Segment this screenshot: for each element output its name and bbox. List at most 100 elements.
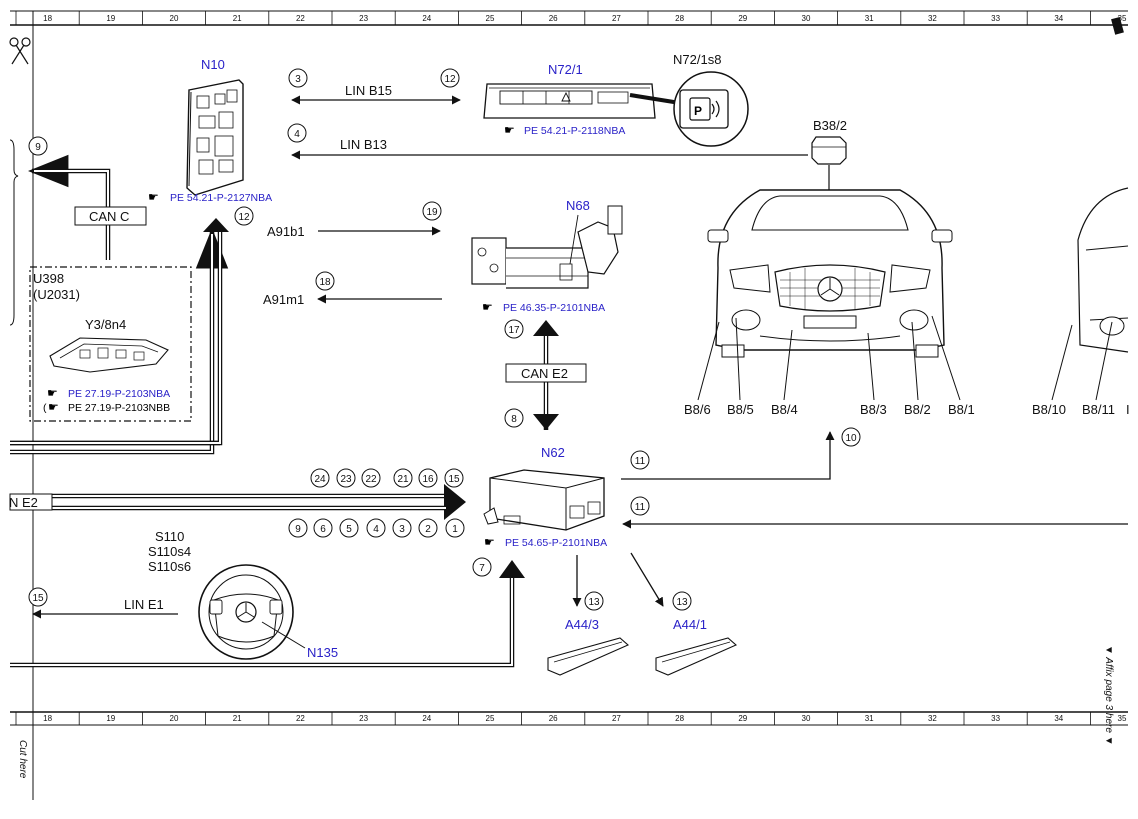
callout-9[interactable]: 9 bbox=[28, 136, 48, 156]
callout-13[interactable]: 13 bbox=[584, 591, 604, 611]
can-e2-partial-box bbox=[9, 493, 53, 511]
ruler-column-label: 35 bbox=[1118, 714, 1127, 723]
svg-text:24: 24 bbox=[314, 474, 326, 485]
ruler-column-label: 32 bbox=[928, 714, 937, 723]
n72-1-panel[interactable]: N72/1 bbox=[483, 62, 656, 119]
n135-leader bbox=[261, 621, 306, 649]
ruler-column-label: 32 bbox=[928, 14, 937, 23]
b38-2-sensor[interactable]: B38/2 bbox=[811, 118, 847, 165]
callout-12[interactable]: 12 bbox=[440, 68, 460, 88]
callout-2[interactable]: 2 bbox=[418, 518, 438, 538]
svg-text:15: 15 bbox=[32, 593, 44, 604]
ruler-column-label: 29 bbox=[738, 714, 747, 723]
n72-1-ref[interactable]: PE 54.21-P-2118NBA bbox=[524, 125, 625, 137]
n72-1-label: N72/1 bbox=[548, 62, 583, 77]
n62-module-image bbox=[483, 469, 605, 531]
n10-label: N10 bbox=[201, 57, 225, 72]
callout-5[interactable]: 5 bbox=[339, 518, 359, 538]
can-e2-box bbox=[505, 363, 587, 383]
y3-ref-a[interactable]: PE 27.19-P-2103NBA bbox=[68, 388, 170, 400]
sensor-label-b8-10: B8/10 bbox=[1032, 402, 1066, 417]
y3-8n4-image bbox=[49, 337, 169, 373]
y3-ref-b-icon: ☛ bbox=[48, 400, 59, 414]
callout-3[interactable]: 3 bbox=[392, 518, 412, 538]
a44-3-label: A44/3 bbox=[565, 617, 599, 632]
parking-sensor-icon bbox=[689, 97, 711, 121]
callout-22[interactable]: 22 bbox=[361, 468, 381, 488]
ruler-column-label: 24 bbox=[422, 714, 431, 723]
n68-module[interactable]: N68 bbox=[471, 198, 623, 289]
svg-text:13: 13 bbox=[588, 597, 600, 608]
can-e2-partial-label: N E2 bbox=[9, 495, 38, 510]
callout-15[interactable]: 15 bbox=[444, 468, 464, 488]
callout-8[interactable]: 8 bbox=[504, 408, 524, 428]
sensor-label-b8-6: B8/6 bbox=[684, 402, 711, 417]
ruler-column-label: 31 bbox=[865, 14, 874, 23]
n68-ref[interactable]: PE 46.35-P-2101NBA bbox=[503, 302, 605, 314]
callout-4[interactable]: 4 bbox=[287, 123, 307, 143]
a44-1-module[interactable]: A44/1 bbox=[655, 617, 738, 676]
svg-text:22: 22 bbox=[365, 474, 377, 485]
callout-3[interactable]: 3 bbox=[288, 68, 308, 88]
sensor-label-b8-3: B8/3 bbox=[860, 402, 887, 417]
ruler-column-label: 28 bbox=[675, 14, 684, 23]
svg-text:17: 17 bbox=[508, 325, 520, 336]
n10-module[interactable]: N10 bbox=[186, 57, 244, 196]
mercedes-star-icon bbox=[237, 603, 255, 618]
ruler-column-label: 33 bbox=[991, 14, 1000, 23]
n62-ref-icon: ☛ bbox=[484, 535, 495, 549]
svg-text:10: 10 bbox=[845, 433, 857, 444]
y3-8n4-label: Y3/8n4 bbox=[85, 317, 126, 332]
callout-17[interactable]: 17 bbox=[504, 319, 524, 339]
n72-1s8-label: N72/1s8 bbox=[673, 52, 721, 67]
ruler-column-label: 30 bbox=[802, 714, 811, 723]
callout-21[interactable]: 21 bbox=[393, 468, 413, 488]
svg-text:4: 4 bbox=[373, 524, 379, 535]
callout-1[interactable]: 1 bbox=[445, 518, 465, 538]
ruler-column-label: 24 bbox=[422, 14, 431, 23]
n62-module[interactable]: N62 bbox=[483, 445, 605, 531]
hazard-triangle-icon bbox=[561, 91, 571, 102]
callout-18[interactable]: 18 bbox=[315, 271, 335, 291]
n72-1s8-button[interactable]: P N72/1s8 bbox=[629, 52, 749, 147]
n68-label: N68 bbox=[566, 198, 590, 213]
callout-11[interactable]: 11 bbox=[630, 496, 650, 516]
svg-text:9: 9 bbox=[35, 142, 41, 153]
scissors-icon bbox=[9, 37, 31, 65]
steering-wheel[interactable]: S110 S110s4 S110s6 bbox=[148, 529, 294, 660]
svg-text:3: 3 bbox=[399, 524, 405, 535]
ruler-column-label: 26 bbox=[549, 14, 558, 23]
n62-ref[interactable]: PE 54.65-P-2101NBA bbox=[505, 537, 607, 549]
callout-19[interactable]: 19 bbox=[422, 201, 442, 221]
a91m1-label: A91m1 bbox=[263, 292, 304, 307]
callout-11[interactable]: 11 bbox=[630, 450, 650, 470]
callout-15[interactable]: 15 bbox=[28, 587, 48, 607]
callout-4[interactable]: 4 bbox=[366, 518, 386, 538]
n10-module-image bbox=[186, 79, 244, 196]
callout-7[interactable]: 7 bbox=[472, 557, 492, 577]
callout-10[interactable]: 10 bbox=[841, 427, 861, 447]
n10-ref[interactable]: PE 54.21-P-2127NBA bbox=[170, 192, 272, 204]
callout-6[interactable]: 6 bbox=[313, 518, 333, 538]
callout-24[interactable]: 24 bbox=[310, 468, 330, 488]
callout-23[interactable]: 23 bbox=[336, 468, 356, 488]
ruler-column-label: 29 bbox=[738, 14, 747, 23]
callout-16[interactable]: 16 bbox=[418, 468, 438, 488]
svg-text:5: 5 bbox=[346, 524, 352, 535]
u398-group[interactable]: U398 (U2031) Y3/8n4 ☛ PE 27.19-P-2103NBA… bbox=[29, 266, 192, 422]
svg-text:7: 7 bbox=[479, 563, 485, 574]
u398-label: U398 bbox=[33, 271, 64, 286]
ruler-column-label: 22 bbox=[296, 714, 305, 723]
ruler-column-label: 23 bbox=[359, 714, 368, 723]
svg-text:3: 3 bbox=[295, 74, 301, 85]
svg-text:P: P bbox=[694, 104, 702, 118]
b38-2-label: B38/2 bbox=[813, 118, 847, 133]
callout-13[interactable]: 13 bbox=[672, 591, 692, 611]
y3-ref-b[interactable]: PE 27.19-P-2103NBB bbox=[68, 402, 170, 414]
callout-12[interactable]: 12 bbox=[234, 206, 254, 226]
ruler-column-label: 21 bbox=[233, 714, 242, 723]
svg-text:4: 4 bbox=[294, 129, 300, 140]
callout-9[interactable]: 9 bbox=[288, 518, 308, 538]
a44-3-module[interactable]: A44/3 bbox=[547, 617, 630, 676]
svg-text:13: 13 bbox=[676, 597, 688, 608]
